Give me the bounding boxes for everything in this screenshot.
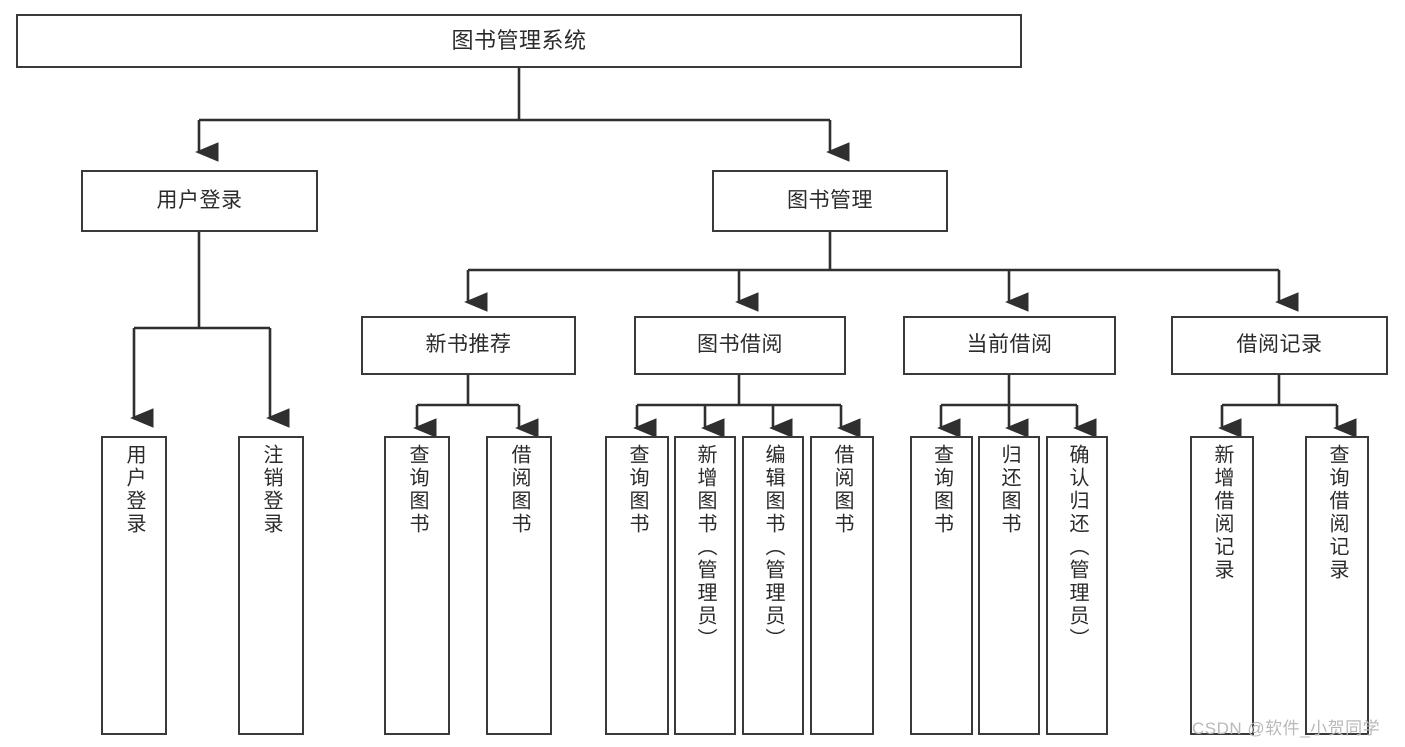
node-book-borrow[interactable]: 图书借阅	[634, 316, 846, 375]
leaf-user-login[interactable]: 用户登录	[101, 436, 167, 735]
node-label: 借阅图书	[831, 444, 853, 536]
node-label: 确认归还（管理员）	[1066, 444, 1088, 651]
leaf-edit-book-admin[interactable]: 编辑图书（管理员）	[742, 436, 804, 735]
node-new-book-recommend[interactable]: 新书推荐	[361, 316, 576, 375]
leaf-query-book-borrow[interactable]: 查询图书	[605, 436, 669, 735]
node-label: 图书管理系统	[451, 28, 587, 54]
node-label: 图书管理	[787, 188, 873, 212]
leaf-borrow-book[interactable]: 借阅图书	[810, 436, 874, 735]
node-label: 查询借阅记录	[1326, 444, 1348, 582]
leaf-logout-login[interactable]: 注销登录	[238, 436, 304, 735]
node-book-management[interactable]: 图书管理	[712, 170, 948, 232]
node-label: 注销登录	[260, 444, 282, 536]
node-borrow-record[interactable]: 借阅记录	[1171, 316, 1388, 375]
node-label: 查询图书	[406, 444, 428, 536]
node-label: 用户登录	[156, 188, 243, 212]
node-current-borrow[interactable]: 当前借阅	[903, 316, 1116, 375]
node-book-management-system[interactable]: 图书管理系统	[16, 14, 1022, 68]
leaf-borrow-book-recommend[interactable]: 借阅图书	[486, 436, 552, 735]
leaf-query-book-recommend[interactable]: 查询图书	[384, 436, 450, 735]
node-label: 用户登录	[123, 444, 145, 536]
node-label: 归还图书	[998, 444, 1020, 536]
leaf-return-book[interactable]: 归还图书	[978, 436, 1040, 735]
node-label: 查询图书	[930, 444, 953, 536]
csdn-watermark: CSDN @软件_小贺同学	[1192, 719, 1381, 738]
node-label: 借阅记录	[1236, 333, 1323, 357]
node-label: 新增借阅记录	[1211, 444, 1233, 582]
leaf-add-borrow-record[interactable]: 新增借阅记录	[1190, 436, 1254, 735]
leaf-query-book-current[interactable]: 查询图书	[910, 436, 973, 735]
node-label: 查询图书	[626, 444, 648, 536]
node-label: 新书推荐	[425, 333, 512, 357]
node-label: 图书借阅	[697, 333, 783, 357]
node-user-login[interactable]: 用户登录	[81, 170, 318, 232]
leaf-confirm-return-admin[interactable]: 确认归还（管理员）	[1046, 436, 1108, 735]
leaf-query-borrow-record[interactable]: 查询借阅记录	[1305, 436, 1369, 735]
node-label: 新增图书（管理员）	[694, 444, 716, 651]
leaf-add-book-admin[interactable]: 新增图书（管理员）	[674, 436, 736, 735]
node-label: 借阅图书	[508, 444, 530, 536]
node-label: 编辑图书（管理员）	[762, 444, 784, 651]
node-label: 当前借阅	[966, 333, 1053, 357]
